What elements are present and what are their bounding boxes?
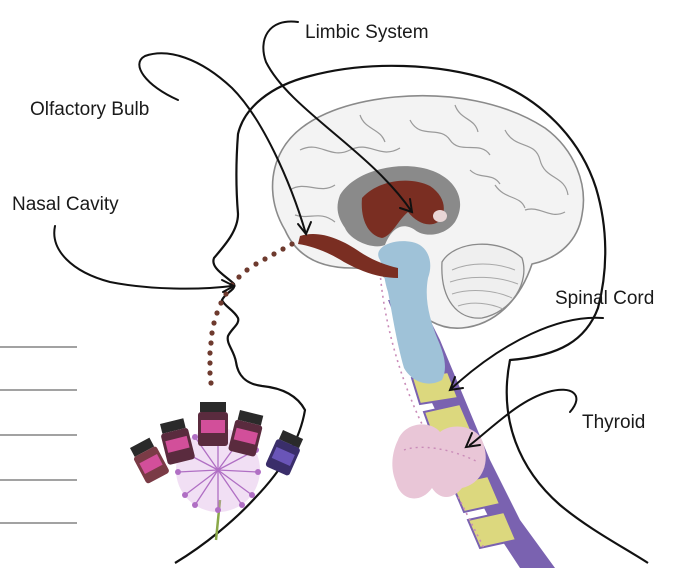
olfactory-pathway: [207, 241, 294, 385]
label-spinal-cord: Spinal Cord: [555, 288, 654, 309]
essential-oils-bouquet: [128, 402, 305, 540]
label-thyroid: Thyroid: [582, 412, 645, 433]
blank-lines: [0, 347, 77, 523]
label-olfactory-bulb: Olfactory Bulb: [30, 99, 149, 120]
label-limbic-system: Limbic System: [305, 22, 429, 43]
label-nasal-cavity: Nasal Cavity: [12, 194, 119, 215]
